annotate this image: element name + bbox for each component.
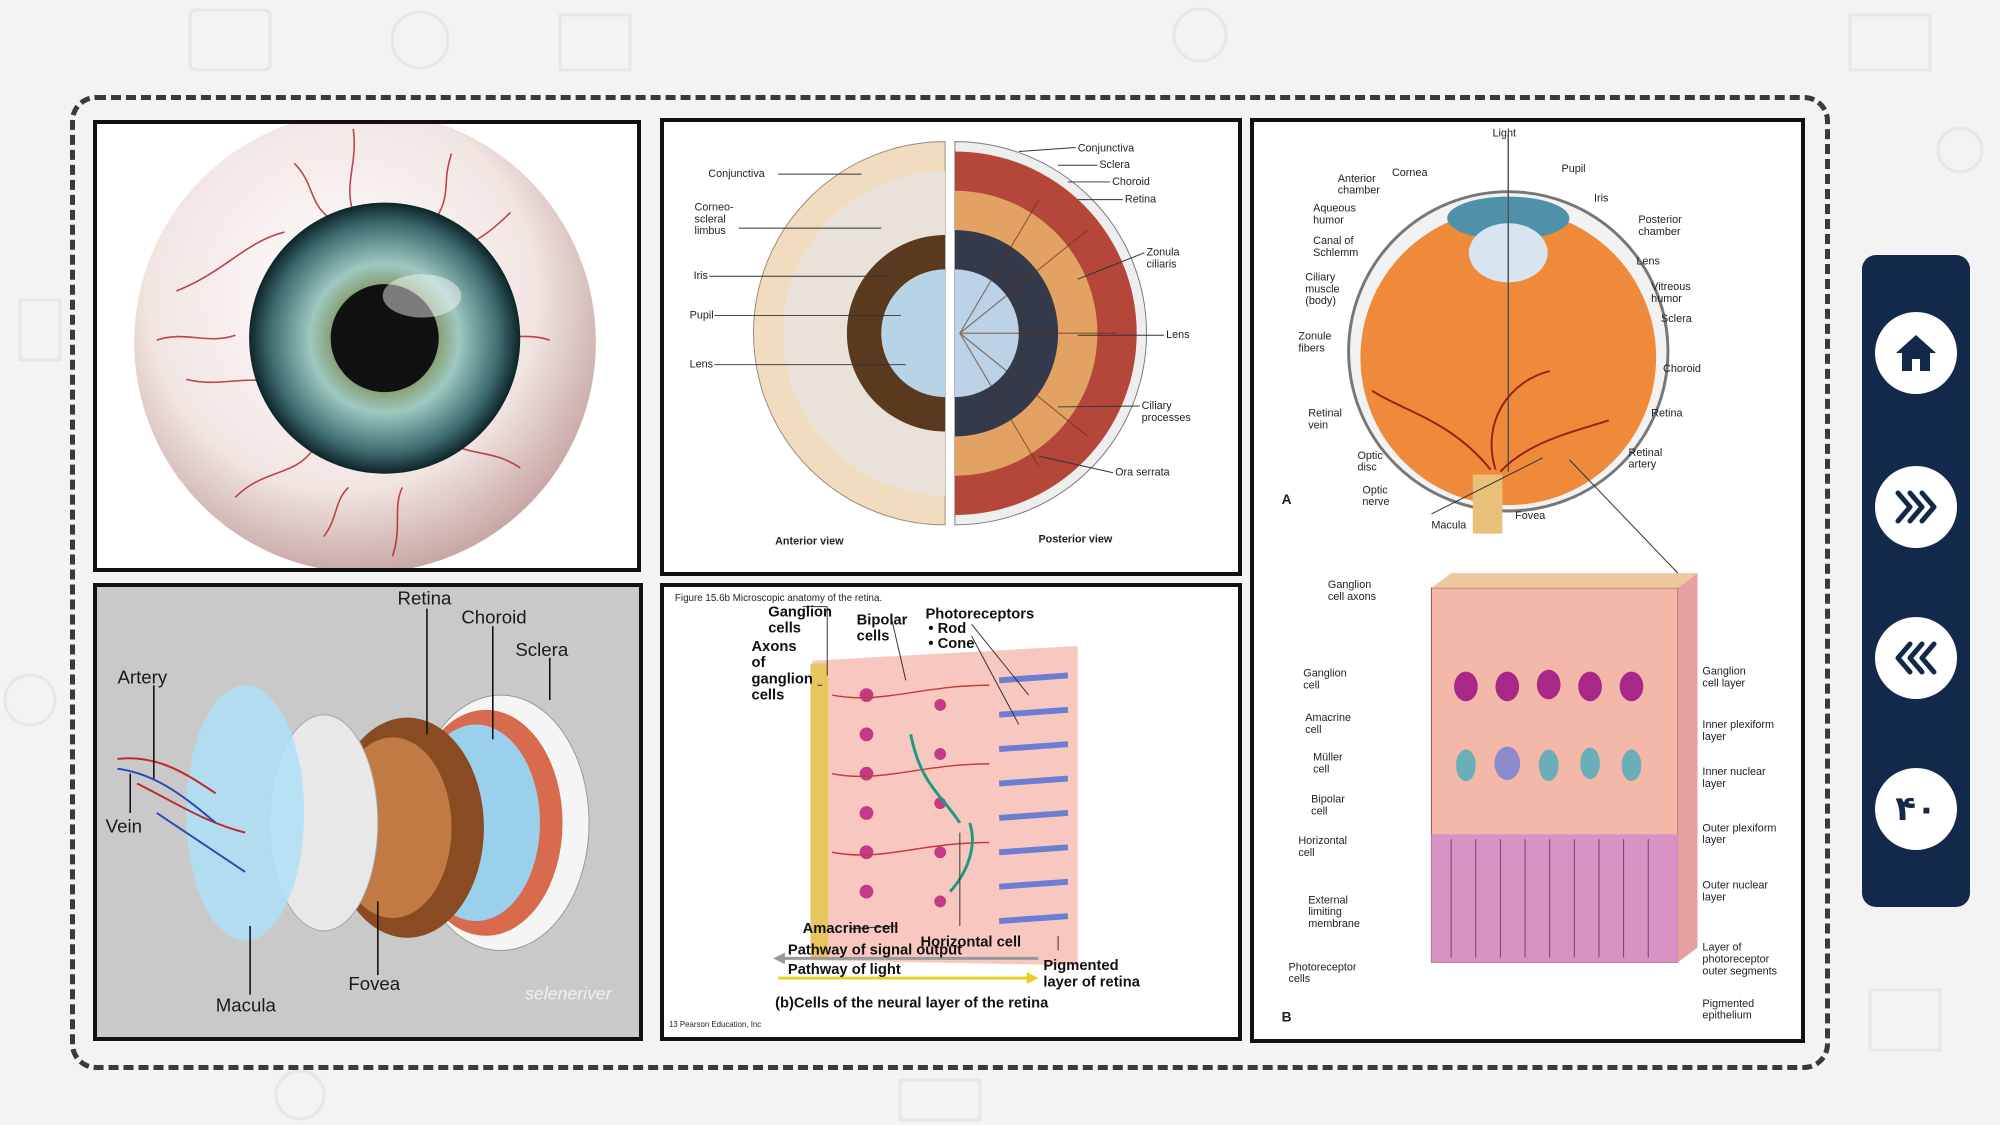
- figure-caption: Figure 15.6b Microscopic anatomy of the …: [675, 593, 882, 604]
- label-lens: Lens: [1636, 256, 1660, 268]
- label-artery: Artery: [117, 666, 167, 687]
- label-sclera: Sclera: [1661, 313, 1693, 325]
- watermark: seleneriver: [525, 984, 613, 1004]
- label-choroid: Choroid: [461, 606, 526, 627]
- label-lens-left: Lens: [690, 359, 714, 371]
- label-iris: Iris: [694, 270, 709, 282]
- page-number[interactable]: ۴۰: [1875, 768, 1957, 850]
- label-light: Light: [1493, 127, 1516, 139]
- label-tag-b: B: [1282, 1010, 1292, 1025]
- exploded-layers-panel: Retina Choroid Sclera Artery Vein Fovea …: [93, 583, 643, 1041]
- home-button[interactable]: [1875, 312, 1957, 394]
- label-light-pathway: Pathway of light: [788, 962, 901, 978]
- label-cone: • Cone: [928, 636, 974, 652]
- label-sclera: Sclera: [515, 639, 569, 660]
- previous-button[interactable]: [1875, 617, 1957, 699]
- exploded-layers-diagram: Retina Choroid Sclera Artery Vein Fovea …: [106, 588, 613, 1016]
- label-copyright: 13 Pearson Education, Inc: [669, 1020, 761, 1029]
- label-ora: Ora serrata: [1115, 467, 1170, 479]
- chevrons-right-icon: [1895, 490, 1937, 524]
- label-horizontal: Horizontal cell: [921, 935, 1022, 951]
- label-pupil: Pupil: [1562, 163, 1586, 175]
- eyeball-photo-panel: [93, 120, 641, 572]
- label-choroid: Choroid: [1663, 363, 1701, 375]
- label-sclera: Sclera: [1099, 159, 1130, 171]
- label-caption: (b)Cells of the neural layer of the reti…: [775, 996, 1049, 1012]
- label-photoreceptors: Photoreceptors: [925, 606, 1034, 622]
- label-retina: Retina: [1651, 407, 1683, 419]
- label-signal-pathway: Pathway of signal output: [788, 942, 962, 958]
- label-retina: Retina: [397, 588, 452, 609]
- label-fovea: Fovea: [1515, 510, 1546, 522]
- next-button[interactable]: [1875, 466, 1957, 548]
- label-vein: Vein: [106, 816, 142, 837]
- retina-cells-diagram: Figure 15.6b Microscopic anatomy of the …: [669, 593, 1141, 1029]
- label-anterior-view: Anterior view: [775, 535, 844, 547]
- label-pupil: Pupil: [690, 310, 714, 322]
- side-navigation: ۴۰: [1862, 255, 1970, 907]
- retina-cells-panel: Figure 15.6b Microscopic anatomy of the …: [660, 583, 1242, 1041]
- label-iris: Iris: [1594, 193, 1609, 205]
- label-retina: Retina: [1125, 194, 1156, 206]
- eyeball-illustration: [134, 124, 596, 568]
- label-fovea: Fovea: [348, 973, 400, 994]
- label-rod: • Rod: [928, 621, 966, 637]
- label-lens-right: Lens: [1166, 329, 1190, 341]
- label-conjunctiva-right: Conjunctiva: [1078, 142, 1134, 154]
- label-amacrine: Amacrine cell: [803, 921, 899, 937]
- home-icon: [1896, 335, 1936, 371]
- chevrons-left-icon: [1895, 641, 1937, 675]
- label-macula: Macula: [216, 994, 277, 1015]
- label-choroid: Choroid: [1112, 176, 1150, 188]
- label-posterior-view: Posterior view: [1038, 534, 1112, 546]
- label-conjunctiva-left: Conjunctiva: [708, 168, 764, 180]
- label-macula: Macula: [1431, 520, 1467, 532]
- label-cornea: Cornea: [1392, 167, 1428, 179]
- label-tag-a: A: [1282, 492, 1292, 507]
- content-frame: [70, 95, 1830, 1070]
